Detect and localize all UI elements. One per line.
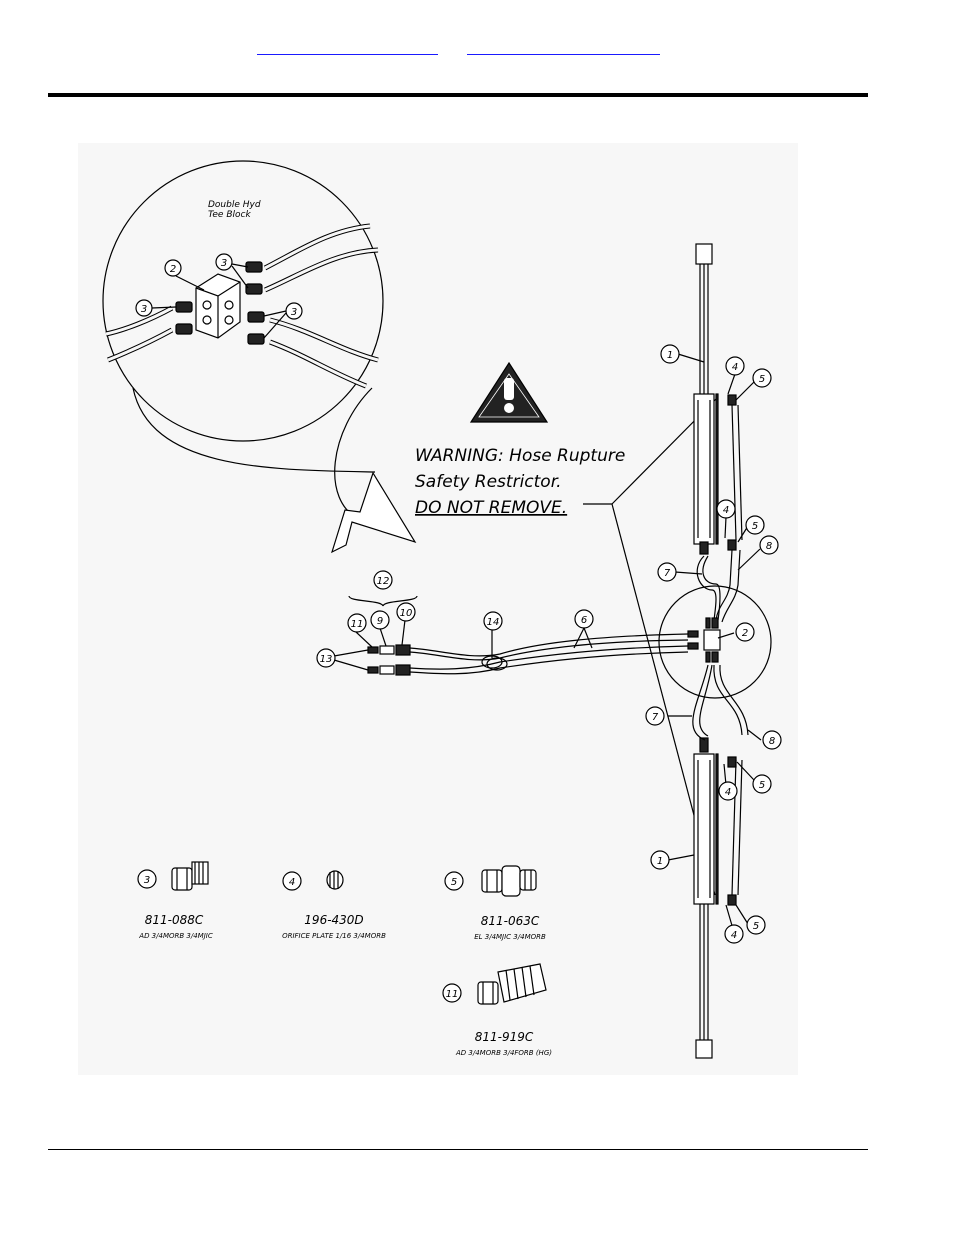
footer-rule bbox=[48, 1149, 868, 1150]
callout-3-detail-left: 3 bbox=[141, 304, 147, 315]
lower-cylinder bbox=[693, 737, 737, 1059]
callout-4-lower-b: 4 bbox=[731, 930, 737, 941]
part-811-088C-icon bbox=[171, 861, 209, 891]
callout-6: 6 bbox=[581, 615, 587, 626]
part-item-5: 5 bbox=[451, 877, 457, 888]
part-number-811-088C: 811-088C bbox=[145, 913, 204, 927]
callout-12: 12 bbox=[377, 576, 390, 587]
part-desc-811-088C: AD 3/4MORB 3/4MJIC bbox=[138, 932, 213, 940]
part-811-919C-icon bbox=[477, 963, 547, 1005]
callout-5-lower-b: 5 bbox=[753, 921, 759, 932]
part-desc-811-063C: EL 3/4MJIC 3/4MORB bbox=[474, 933, 546, 941]
upper-cylinder bbox=[693, 243, 737, 555]
callout-14: 14 bbox=[487, 617, 500, 628]
warning-line2: Safety Restrictor. bbox=[415, 472, 562, 492]
detail-title-line2: Tee Block bbox=[208, 210, 251, 220]
part-item-4: 4 bbox=[289, 877, 295, 888]
callout-8-upper: 8 bbox=[766, 541, 772, 552]
callout-5-lower-a: 5 bbox=[759, 780, 765, 791]
callout-8-lower: 8 bbox=[769, 736, 775, 747]
detail-title-line1: Double Hyd bbox=[208, 200, 261, 210]
callout-4-upper-b: 4 bbox=[723, 505, 729, 516]
part-desc-811-919C: AD 3/4MORB 3/4FORB (HG) bbox=[455, 1049, 552, 1057]
part-number-811-919C: 811-919C bbox=[475, 1030, 534, 1044]
callout-2-main: 2 bbox=[742, 628, 748, 639]
callout-2-detail: 2 bbox=[170, 264, 176, 275]
cylinder-hoses bbox=[692, 404, 749, 896]
warning-line3: DO NOT REMOVE. bbox=[415, 498, 567, 518]
part-number-811-063C: 811-063C bbox=[481, 914, 540, 928]
callout-9: 9 bbox=[377, 616, 383, 627]
main-hoses bbox=[409, 633, 689, 675]
part-196-430D-icon bbox=[326, 870, 344, 890]
callout-3-detail-right: 3 bbox=[291, 307, 297, 318]
nav-link-next[interactable] bbox=[467, 46, 660, 55]
header-rule bbox=[48, 93, 868, 97]
warning-line1: WARNING: Hose Rupture bbox=[415, 446, 625, 466]
callout-4-lower-a: 4 bbox=[725, 787, 731, 798]
callout-4-upper-a: 4 bbox=[732, 362, 738, 373]
tee-block-circle bbox=[658, 585, 772, 699]
detail-arrow bbox=[331, 471, 417, 554]
callout-1-upper: 1 bbox=[667, 350, 673, 361]
callout-circles bbox=[137, 344, 782, 1003]
callout-11: 11 bbox=[351, 619, 364, 630]
callout-1-lower: 1 bbox=[657, 856, 663, 867]
callout-5-upper-a: 5 bbox=[759, 374, 765, 385]
part-number-196-430D: 196-430D bbox=[304, 913, 363, 927]
part-item-3: 3 bbox=[144, 875, 150, 886]
callout-10: 10 bbox=[400, 608, 413, 619]
couplers bbox=[367, 644, 411, 676]
warning-triangle-icon bbox=[469, 361, 549, 423]
part-desc-196-430D: ORIFICE PLATE 1/16 3/4MORB bbox=[282, 932, 386, 940]
callout-13: 13 bbox=[320, 654, 333, 665]
callout-3-detail-top: 3 bbox=[221, 258, 227, 269]
nav-link-previous[interactable] bbox=[257, 46, 438, 55]
callout-7-upper: 7 bbox=[664, 568, 671, 579]
callout-7-lower: 7 bbox=[652, 712, 659, 723]
detail-view bbox=[102, 160, 384, 521]
part-811-063C-icon bbox=[481, 865, 537, 897]
callout-5-upper-b: 5 bbox=[752, 521, 758, 532]
part-item-11: 11 bbox=[446, 989, 459, 1000]
